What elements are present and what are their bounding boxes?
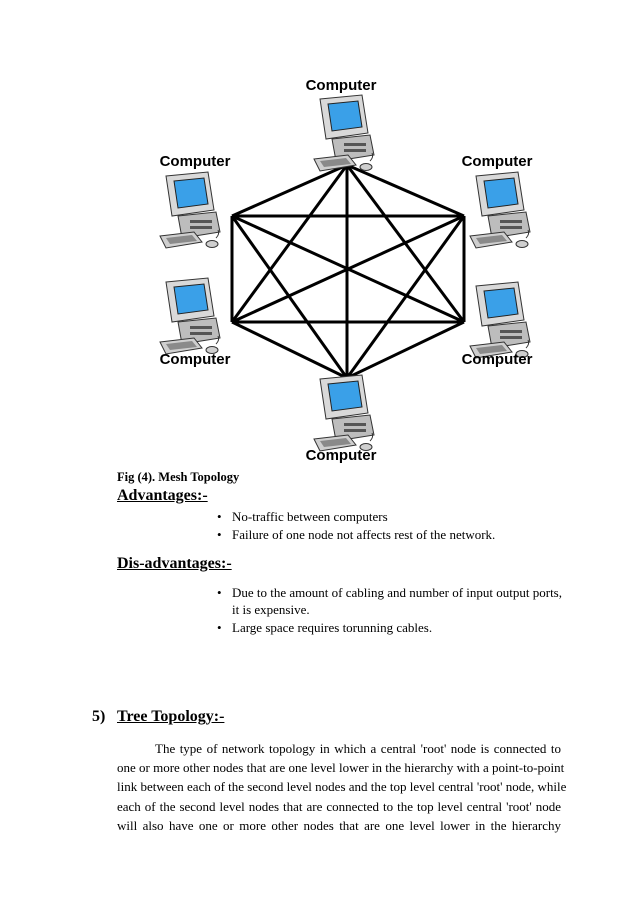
- link-upper-right-bottom: [345, 215, 466, 379]
- computer-icon-top: [313, 94, 375, 172]
- paragraph-line: one or more other nodes that are one lev…: [117, 760, 565, 776]
- node-label-bottom: Computer: [306, 447, 377, 464]
- paragraph-line: each of the second level nodes that are …: [117, 798, 561, 814]
- link-top-upper-right: [346, 163, 465, 218]
- figure-caption: Fig (4). Mesh Topology: [117, 470, 240, 484]
- link-lower-right-bottom: [346, 320, 465, 380]
- computer-icon-upper-left: [159, 171, 221, 249]
- list-item: •Failure of one node not affects rest of…: [217, 527, 496, 542]
- node-label-lower-left: Computer: [160, 351, 231, 368]
- computer-icon-bottom: [313, 374, 375, 452]
- link-lower-left-bottom: [231, 320, 348, 380]
- section-title: Tree Topology:-: [117, 708, 225, 725]
- link-upper-right-lower-left: [231, 214, 465, 324]
- list-item: •Large space requires torunning cables.: [217, 620, 433, 635]
- node-label-top: Computer: [306, 77, 377, 94]
- list-item: •Due to the amount of cabling and number…: [217, 585, 562, 600]
- paragraph-line: The type of network topology in which a …: [155, 741, 561, 756]
- list-item-continuation: it is expensive.: [232, 602, 310, 617]
- bullet-icon: •: [217, 620, 222, 635]
- computer-icon-lower-left: [159, 277, 221, 355]
- node-label-upper-left: Computer: [160, 153, 231, 170]
- computer-icon-upper-right: [469, 171, 531, 249]
- advantages-heading: Advantages:-: [117, 487, 208, 504]
- paragraph-line: link between each of the second level no…: [117, 779, 567, 795]
- computer-icon-lower-right: [469, 281, 531, 359]
- list-item: •No-traffic between computers: [217, 509, 388, 524]
- node-label-lower-right: Computer: [462, 351, 533, 368]
- bullet-icon: •: [217, 585, 222, 600]
- bullet-icon: •: [217, 527, 222, 542]
- bullet-icon: •: [217, 509, 222, 524]
- section-number: 5): [92, 708, 106, 725]
- node-label-upper-right: Computer: [462, 153, 533, 170]
- paragraph-line: will also have one or more other nodes t…: [117, 817, 561, 833]
- link-top-upper-left: [231, 163, 348, 218]
- mesh-links: [230, 163, 466, 380]
- mesh-topology-diagram: Computer Computer Computer Computer Comp…: [159, 77, 533, 464]
- disadvantages-heading: Dis-advantages:-: [117, 555, 232, 572]
- section-paragraph: The type of network topology in which a …: [117, 739, 567, 835]
